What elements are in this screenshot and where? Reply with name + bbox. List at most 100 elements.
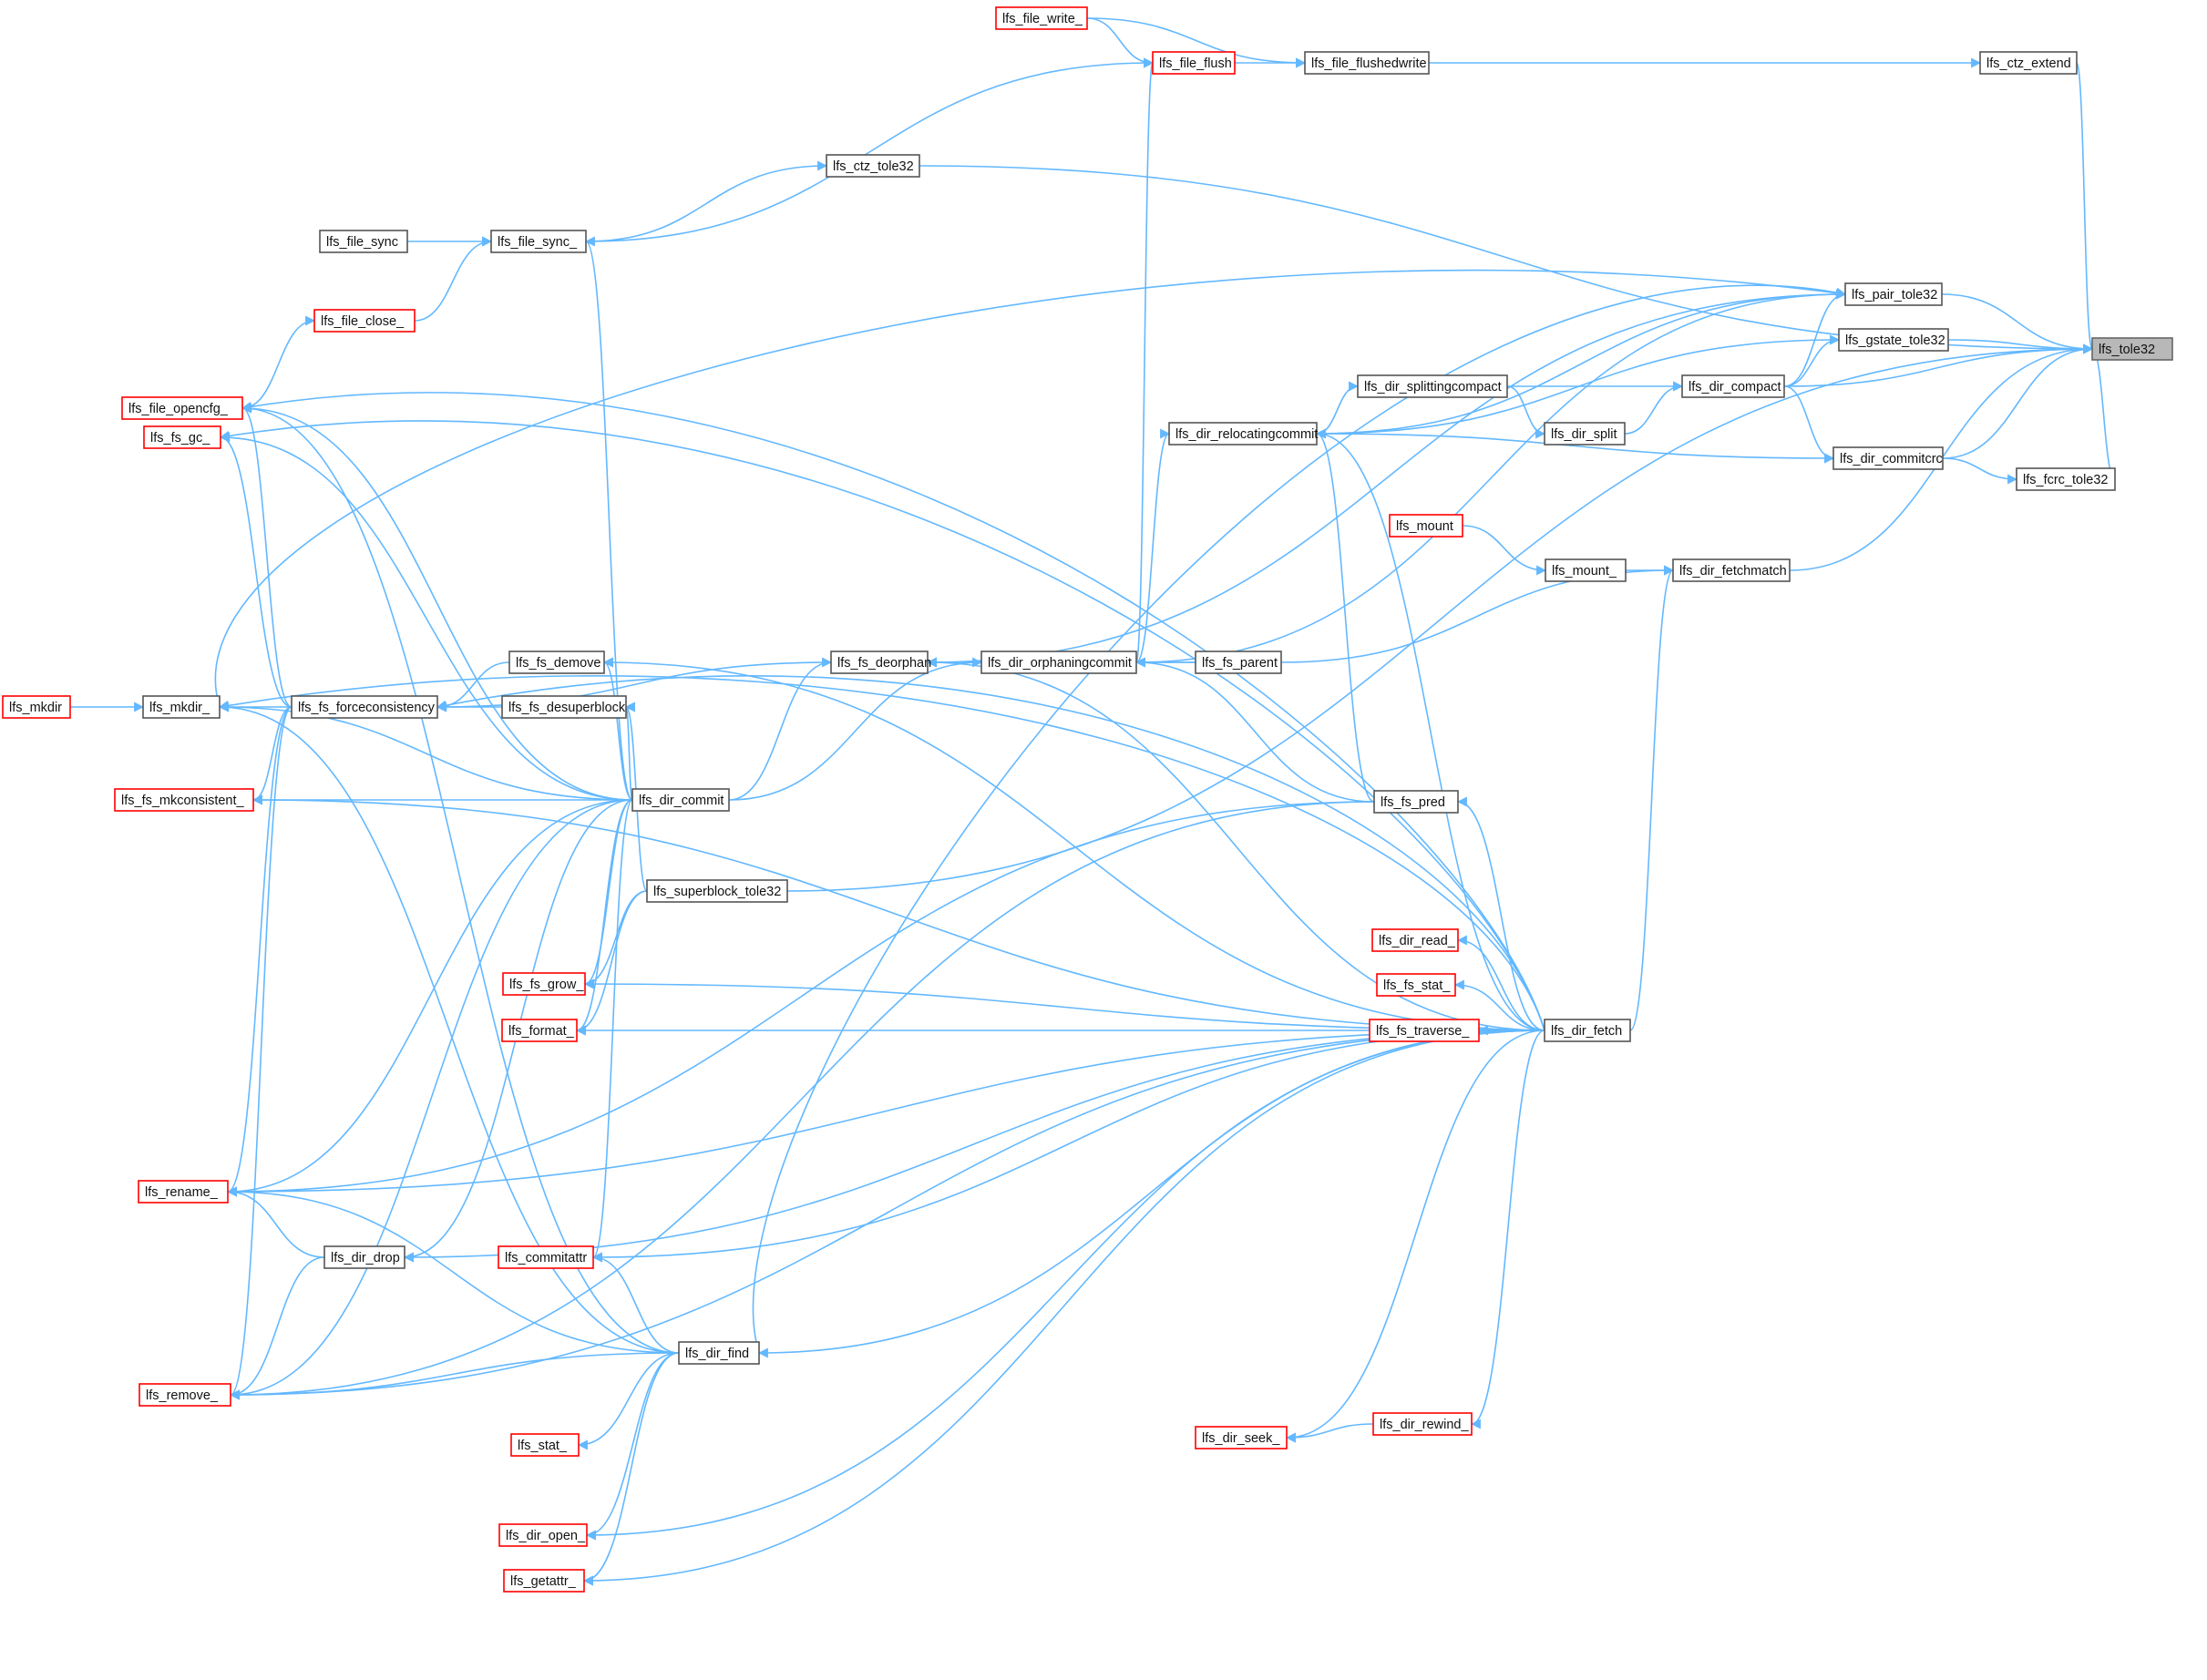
node-box[interactable] [313,309,416,333]
node-box[interactable] [502,972,586,996]
node-lfs-fs-desuperblock[interactable]: lfs_fs_desuperblock [501,695,627,719]
node-lfs-fs-demove[interactable]: lfs_fs_demove [508,650,605,674]
node-lfs-fs-parent[interactable]: lfs_fs_parent [1195,650,1282,674]
node-lfs-dir-drop[interactable]: lfs_dir_drop [323,1245,405,1269]
node-lfs-dir-relocatingcommit[interactable]: lfs_dir_relocatingcommit [1168,422,1318,446]
node-box[interactable] [830,650,929,674]
node-box[interactable] [1844,282,1943,306]
node-lfs-mount[interactable]: lfs_mount [1389,514,1463,538]
node-lfs-file-sync-[interactable]: lfs_file_sync_ [490,230,587,253]
node-lfs-dir-commitcrc[interactable]: lfs_dir_commitcrc [1832,446,1944,470]
node-lfs-dir-compact[interactable]: lfs_dir_compact [1681,374,1785,398]
node-lfs-dir-fetchmatch[interactable]: lfs_dir_fetchmatch [1672,558,1791,582]
node-box[interactable] [1544,422,1626,446]
node-box[interactable] [1838,328,1949,352]
node-box[interactable] [631,788,730,812]
node-lfs-file-flushedwrite[interactable]: lfs_file_flushedwrite [1304,51,1430,75]
node-box[interactable] [1544,1019,1631,1042]
node-box[interactable] [510,1433,580,1457]
node-box[interactable] [1195,1426,1288,1450]
node-lfs-fs-deorphan[interactable]: lfs_fs_deorphan [830,650,931,674]
node-lfs-fs-pred[interactable]: lfs_fs_pred [1373,790,1459,814]
node-box[interactable] [501,1019,578,1042]
node-lfs-mount-[interactable]: lfs_mount_ [1545,558,1627,582]
node-box[interactable] [2016,467,2116,491]
node-lfs-fs-stat-[interactable]: lfs_fs_stat_ [1376,973,1456,997]
node-lfs-dir-rewind-[interactable]: lfs_dir_rewind_ [1372,1412,1473,1436]
node-lfs-file-sync[interactable]: lfs_file_sync [319,230,408,253]
node-lfs-dir-seek-[interactable]: lfs_dir_seek_ [1195,1426,1288,1450]
node-box[interactable] [139,1383,231,1407]
node-box[interactable] [1376,973,1456,997]
node-box[interactable] [2091,337,2173,361]
node-lfs-file-write-[interactable]: lfs_file_write_ [995,6,1088,30]
node-box[interactable] [826,154,920,178]
node-box[interactable] [142,695,221,719]
node-lfs-file-close-[interactable]: lfs_file_close_ [313,309,416,333]
node-box[interactable] [503,1569,585,1593]
node-box[interactable] [508,650,605,674]
node-lfs-file-flush[interactable]: lfs_file_flush [1152,51,1236,75]
node-box[interactable] [1372,1412,1473,1436]
node-lfs-fs-traverse-[interactable]: lfs_fs_traverse_ [1369,1019,1480,1042]
node-lfs-ctz-tole32[interactable]: lfs_ctz_tole32 [826,154,920,178]
node-lfs-dir-fetch[interactable]: lfs_dir_fetch [1544,1019,1631,1042]
node-lfs-fs-gc-[interactable]: lfs_fs_gc_ [143,425,221,449]
node-box[interactable] [1195,650,1282,674]
node-box[interactable] [980,650,1137,674]
node-box[interactable] [323,1245,405,1269]
node-lfs-file-opencfg-[interactable]: lfs_file_opencfg_ [121,396,243,420]
node-lfs-fs-mkconsistent-[interactable]: lfs_fs_mkconsistent_ [114,788,254,812]
node-box[interactable] [1357,374,1508,398]
node-lfs-dir-split[interactable]: lfs_dir_split [1544,422,1626,446]
node-lfs-stat-[interactable]: lfs_stat_ [510,1433,580,1457]
node-lfs-dir-orphaningcommit[interactable]: lfs_dir_orphaningcommit [980,650,1137,674]
node-lfs-remove-[interactable]: lfs_remove_ [139,1383,231,1407]
node-lfs-superblock-tole32[interactable]: lfs_superblock_tole32 [646,879,788,903]
node-box[interactable] [1672,558,1791,582]
node-lfs-dir-commit[interactable]: lfs_dir_commit [631,788,730,812]
node-lfs-commitattr[interactable]: lfs_commitattr [498,1245,594,1269]
node-lfs-pair-tole32[interactable]: lfs_pair_tole32 [1844,282,1943,306]
node-lfs-dir-read-[interactable]: lfs_dir_read_ [1371,928,1459,952]
node-box[interactable] [678,1341,760,1365]
node-box[interactable] [121,396,243,420]
node-box[interactable] [291,695,438,719]
node-lfs-fs-forceconsistency[interactable]: lfs_fs_forceconsistency [291,695,438,719]
node-lfs-format-[interactable]: lfs_format_ [501,1019,578,1042]
node-box[interactable] [2,695,71,719]
node-lfs-dir-splittingcompact[interactable]: lfs_dir_splittingcompact [1357,374,1508,398]
node-box[interactable] [138,1180,229,1204]
node-lfs-fcrc-tole32[interactable]: lfs_fcrc_tole32 [2016,467,2116,491]
node-box[interactable] [1389,514,1463,538]
node-box[interactable] [498,1523,588,1547]
node-box[interactable] [114,788,254,812]
node-lfs-ctz-extend[interactable]: lfs_ctz_extend [1979,51,2078,75]
node-box[interactable] [1681,374,1785,398]
node-box[interactable] [501,695,627,719]
node-box[interactable] [143,425,221,449]
node-box[interactable] [490,230,587,253]
node-lfs-dir-open-[interactable]: lfs_dir_open_ [498,1523,588,1547]
node-lfs-fs-grow-[interactable]: lfs_fs_grow_ [502,972,586,996]
node-lfs-mkdir-[interactable]: lfs_mkdir_ [142,695,221,719]
node-box[interactable] [1545,558,1627,582]
node-box[interactable] [1304,51,1430,75]
node-box[interactable] [1168,422,1318,446]
node-lfs-mkdir[interactable]: lfs_mkdir [2,695,71,719]
node-box[interactable] [1371,928,1459,952]
node-box[interactable] [1979,51,2078,75]
node-lfs-tole32[interactable]: lfs_tole32 [2091,337,2173,361]
node-lfs-dir-find[interactable]: lfs_dir_find [678,1341,760,1365]
node-box[interactable] [498,1245,594,1269]
node-box[interactable] [1373,790,1459,814]
node-box[interactable] [995,6,1088,30]
node-box[interactable] [319,230,408,253]
node-box[interactable] [1832,446,1944,470]
node-lfs-rename-[interactable]: lfs_rename_ [138,1180,229,1204]
node-box[interactable] [1369,1019,1480,1042]
node-box[interactable] [1152,51,1236,75]
node-lfs-gstate-tole32[interactable]: lfs_gstate_tole32 [1838,328,1949,352]
node-lfs-getattr-[interactable]: lfs_getattr_ [503,1569,585,1593]
node-box[interactable] [646,879,788,903]
